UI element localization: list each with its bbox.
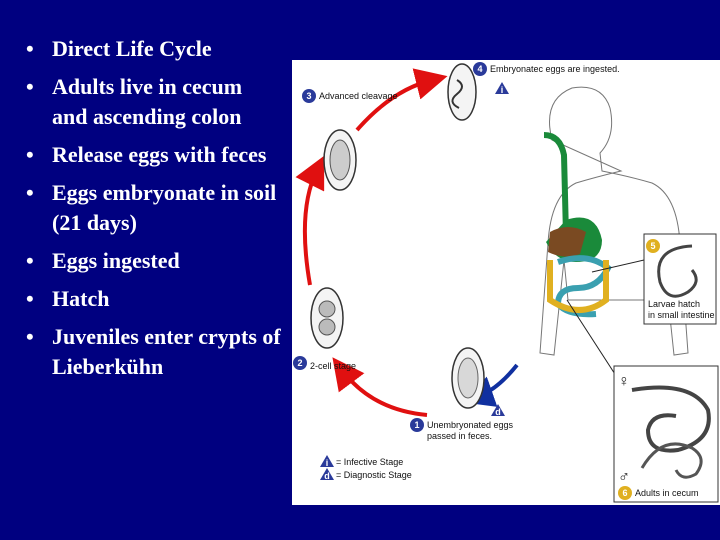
bullet-item: • Adults live in cecum and ascending colo… (22, 72, 282, 132)
larva-worm (657, 244, 698, 298)
bullet-text: Adults live in cecum and ascending colon (52, 74, 243, 129)
badge-4-num: 4 (477, 64, 482, 74)
esophagus (543, 132, 569, 236)
adult-worm-male (640, 442, 703, 479)
legend-infective-text: = Infective Stage (336, 457, 403, 467)
bullet-text: Eggs embryonate in soil (21 days) (52, 180, 277, 235)
inset-adults (613, 365, 719, 503)
bullet-item: • Juveniles enter crypts of Lieberkühn (22, 322, 282, 382)
badge-5 (646, 239, 660, 253)
step1-line2: passed in feces. (427, 431, 492, 441)
badge-6 (618, 486, 632, 500)
bullet-glyph: • (26, 180, 34, 205)
svg-text:d: d (324, 471, 330, 481)
pointer-6 (566, 299, 623, 386)
life-cycle-diagram: i d 4 Embryonatec eggs are ingested. 3 A… (292, 60, 720, 505)
bullet-text: Release eggs with feces (52, 142, 267, 167)
badge-1-num: 1 (414, 420, 419, 430)
bullet-item: • Eggs embryonate in soil (21 days) (22, 178, 282, 238)
male-symbol: ♂ (618, 469, 630, 486)
bullet-text: Juveniles enter crypts of Lieberkühn (52, 324, 281, 379)
badge-2-num: 2 (297, 358, 302, 368)
bullet-text: Hatch (52, 286, 110, 311)
svg-text:i: i (326, 458, 329, 468)
svg-text:d: d (495, 407, 501, 417)
arrow-2-to-3 (295, 155, 325, 286)
svg-text:i: i (501, 85, 504, 95)
badge-3 (302, 89, 316, 103)
legend-diagnostic-text: = Diagnostic Stage (336, 470, 412, 480)
badge-4 (473, 62, 487, 76)
step2-label: 2-cell stage (310, 361, 356, 371)
liver (548, 227, 586, 257)
colon (547, 260, 609, 313)
bullet-glyph: • (26, 74, 34, 99)
legend-infective: i (320, 455, 334, 468)
step3-label: Advanced cleavage (319, 91, 398, 101)
badge-6-num: 6 (622, 488, 627, 498)
egg-2-cell (310, 287, 344, 349)
arrow-1-to-2 (332, 357, 428, 417)
pointer-5 (591, 259, 645, 273)
badge-1 (410, 418, 424, 432)
bullet-item: • Hatch (22, 284, 282, 314)
step1-line1: Unembryonated eggs (427, 420, 514, 430)
step5-line1: Larvae hatch (648, 299, 700, 309)
bullet-glyph: • (26, 286, 34, 311)
egg-unembryonated (451, 347, 485, 409)
bullet-text: Direct Life Cycle (52, 36, 212, 61)
bullet-glyph: • (26, 324, 34, 349)
bullet-item: • Release eggs with feces (22, 140, 282, 170)
diagnostic-marker-d: d (491, 404, 505, 417)
infective-marker-4: i (495, 82, 509, 95)
bullet-item: • Direct Life Cycle (22, 34, 282, 64)
step5-line2: in small intestine (648, 310, 715, 320)
badge-3-num: 3 (306, 91, 311, 101)
step6-label: Adults in cecum (635, 488, 699, 498)
badge-5-num: 5 (650, 241, 655, 251)
bullet-list: • Direct Life Cycle • Adults live in cecum… (22, 34, 282, 390)
bullet-glyph: • (26, 142, 34, 167)
egg-embryonated (447, 63, 477, 121)
step4-label: Embryonatec eggs are ingested. (490, 64, 620, 74)
egg-advanced-cleavage (323, 129, 357, 191)
bullet-glyph: • (26, 248, 34, 273)
arrow-3-to-4 (355, 68, 448, 132)
female-symbol: ♀ (618, 373, 630, 390)
life-cycle-svg: i d 4 Embryonatec eggs are ingested. 3 A… (293, 62, 719, 503)
adult-worm-female (631, 385, 711, 453)
badge-2 (293, 356, 307, 370)
legend-diagnostic: d (320, 468, 334, 481)
bullet-item: • Eggs ingested (22, 246, 282, 276)
bullet-glyph: • (26, 36, 34, 61)
bullet-text: Eggs ingested (52, 248, 180, 273)
